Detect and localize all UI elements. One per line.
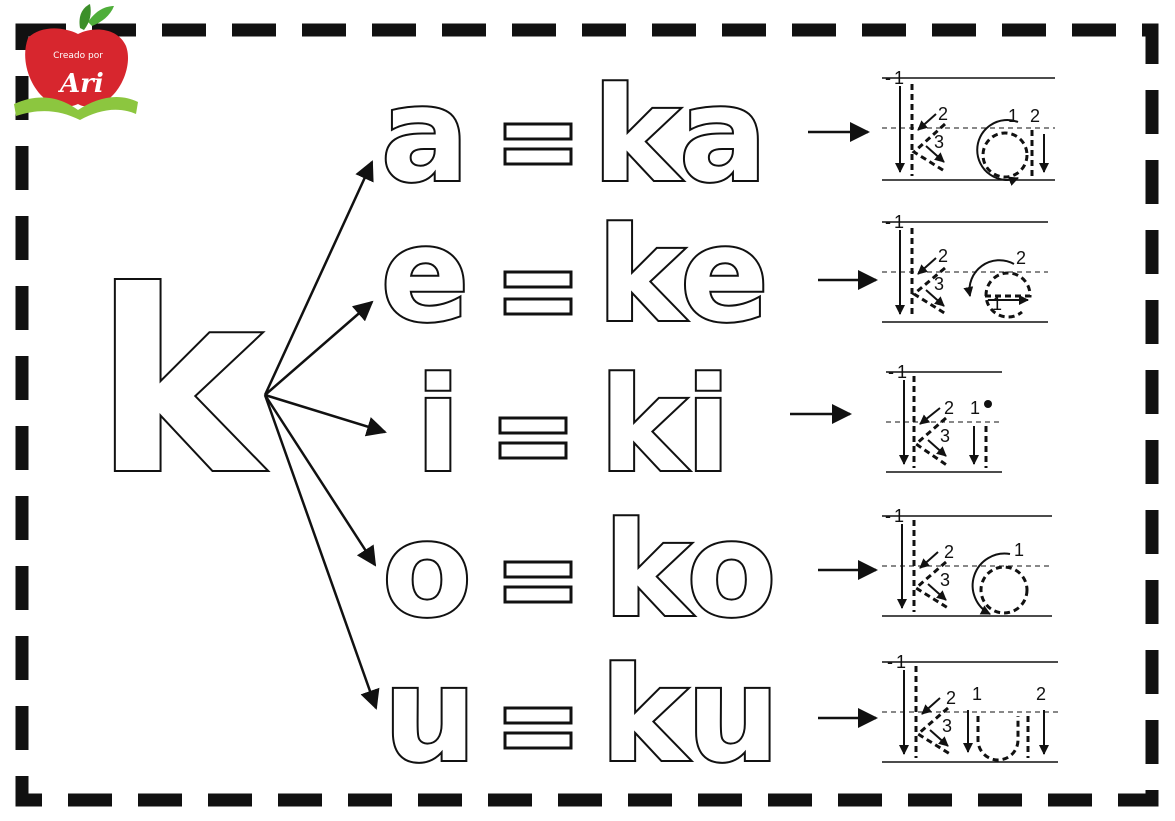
tracing-ko: - 1 2 3 1 <box>882 506 1052 617</box>
row-ko: o ko - 1 2 3 1 <box>380 492 1052 648</box>
arrow-to-o <box>263 394 377 567</box>
svg-text:-: - <box>887 652 893 672</box>
arrow-to-u <box>263 394 380 710</box>
equals-sign <box>503 270 573 316</box>
svg-text:2: 2 <box>944 398 954 418</box>
equals-sign <box>498 416 568 460</box>
svg-text:1: 1 <box>894 68 904 88</box>
svg-text:2: 2 <box>938 246 948 266</box>
tracing-ki: - 1 2 3 1 <box>886 362 1002 473</box>
svg-text:2: 2 <box>938 104 948 124</box>
svg-text:1: 1 <box>894 506 904 526</box>
logo-leaf-icon <box>88 6 114 26</box>
svg-text:-: - <box>885 212 891 232</box>
svg-text:-: - <box>888 362 894 382</box>
vowel: u <box>384 639 477 791</box>
equals-sign <box>503 122 573 166</box>
svg-text:1: 1 <box>894 212 904 232</box>
syllable: ke <box>597 199 768 351</box>
row-ki: i ki - 1 2 3 1 <box>414 347 1002 503</box>
svg-text:1: 1 <box>992 294 1002 314</box>
row-ka: a ka - 1 2 3 1 2 <box>379 57 1055 213</box>
arrow-to-a <box>263 160 374 396</box>
equals-sign <box>503 560 573 604</box>
row-ku: u ku - 1 2 3 1 2 <box>382 637 1058 793</box>
svg-text:-: - <box>885 68 891 88</box>
syllable: ku <box>600 639 779 791</box>
svg-text:3: 3 <box>940 426 950 446</box>
svg-text:3: 3 <box>942 716 952 736</box>
svg-text:2: 2 <box>946 688 956 708</box>
logo-tagline: Creado por <box>53 51 103 61</box>
dashed-border <box>15 23 1159 807</box>
vowel: a <box>381 59 469 211</box>
svg-text:1: 1 <box>1014 540 1024 560</box>
svg-text:2: 2 <box>1016 248 1026 268</box>
svg-text:3: 3 <box>940 570 950 590</box>
fan-arrows <box>263 160 387 710</box>
svg-text:1: 1 <box>897 362 907 382</box>
svg-text:1: 1 <box>896 652 906 672</box>
main-letter: k <box>95 238 267 529</box>
svg-text:1: 1 <box>1008 106 1018 126</box>
syllable: ki <box>599 349 730 501</box>
tracing-ke: - 1 2 3 1 2 <box>882 212 1048 323</box>
svg-text:2: 2 <box>1030 106 1040 126</box>
svg-text:-: - <box>885 506 891 526</box>
svg-text:1: 1 <box>972 684 982 704</box>
logo-apple-icon <box>25 28 129 107</box>
vowel: e <box>381 199 469 351</box>
syllable: ka <box>593 59 767 211</box>
arrow-to-i <box>264 393 387 437</box>
equals-sign <box>503 706 573 750</box>
svg-text:2: 2 <box>944 542 954 562</box>
svg-text:1: 1 <box>970 398 980 418</box>
tracing-ka: - 1 2 3 1 2 <box>882 68 1055 186</box>
row-ke: e ke - 1 2 3 1 2 <box>379 197 1048 353</box>
arrow-to-e <box>264 300 374 396</box>
tracing-ku: - 1 2 3 1 2 <box>882 652 1058 763</box>
logo-name: Ari <box>57 69 104 99</box>
logo: Creado por Ari <box>14 4 138 120</box>
svg-text:3: 3 <box>934 132 944 152</box>
vowel: o <box>382 494 471 646</box>
syllable: ko <box>604 494 776 646</box>
svg-text:3: 3 <box>934 274 944 294</box>
logo-book-icon <box>14 96 138 120</box>
vowel: i <box>416 349 461 501</box>
svg-text:2: 2 <box>1036 684 1046 704</box>
